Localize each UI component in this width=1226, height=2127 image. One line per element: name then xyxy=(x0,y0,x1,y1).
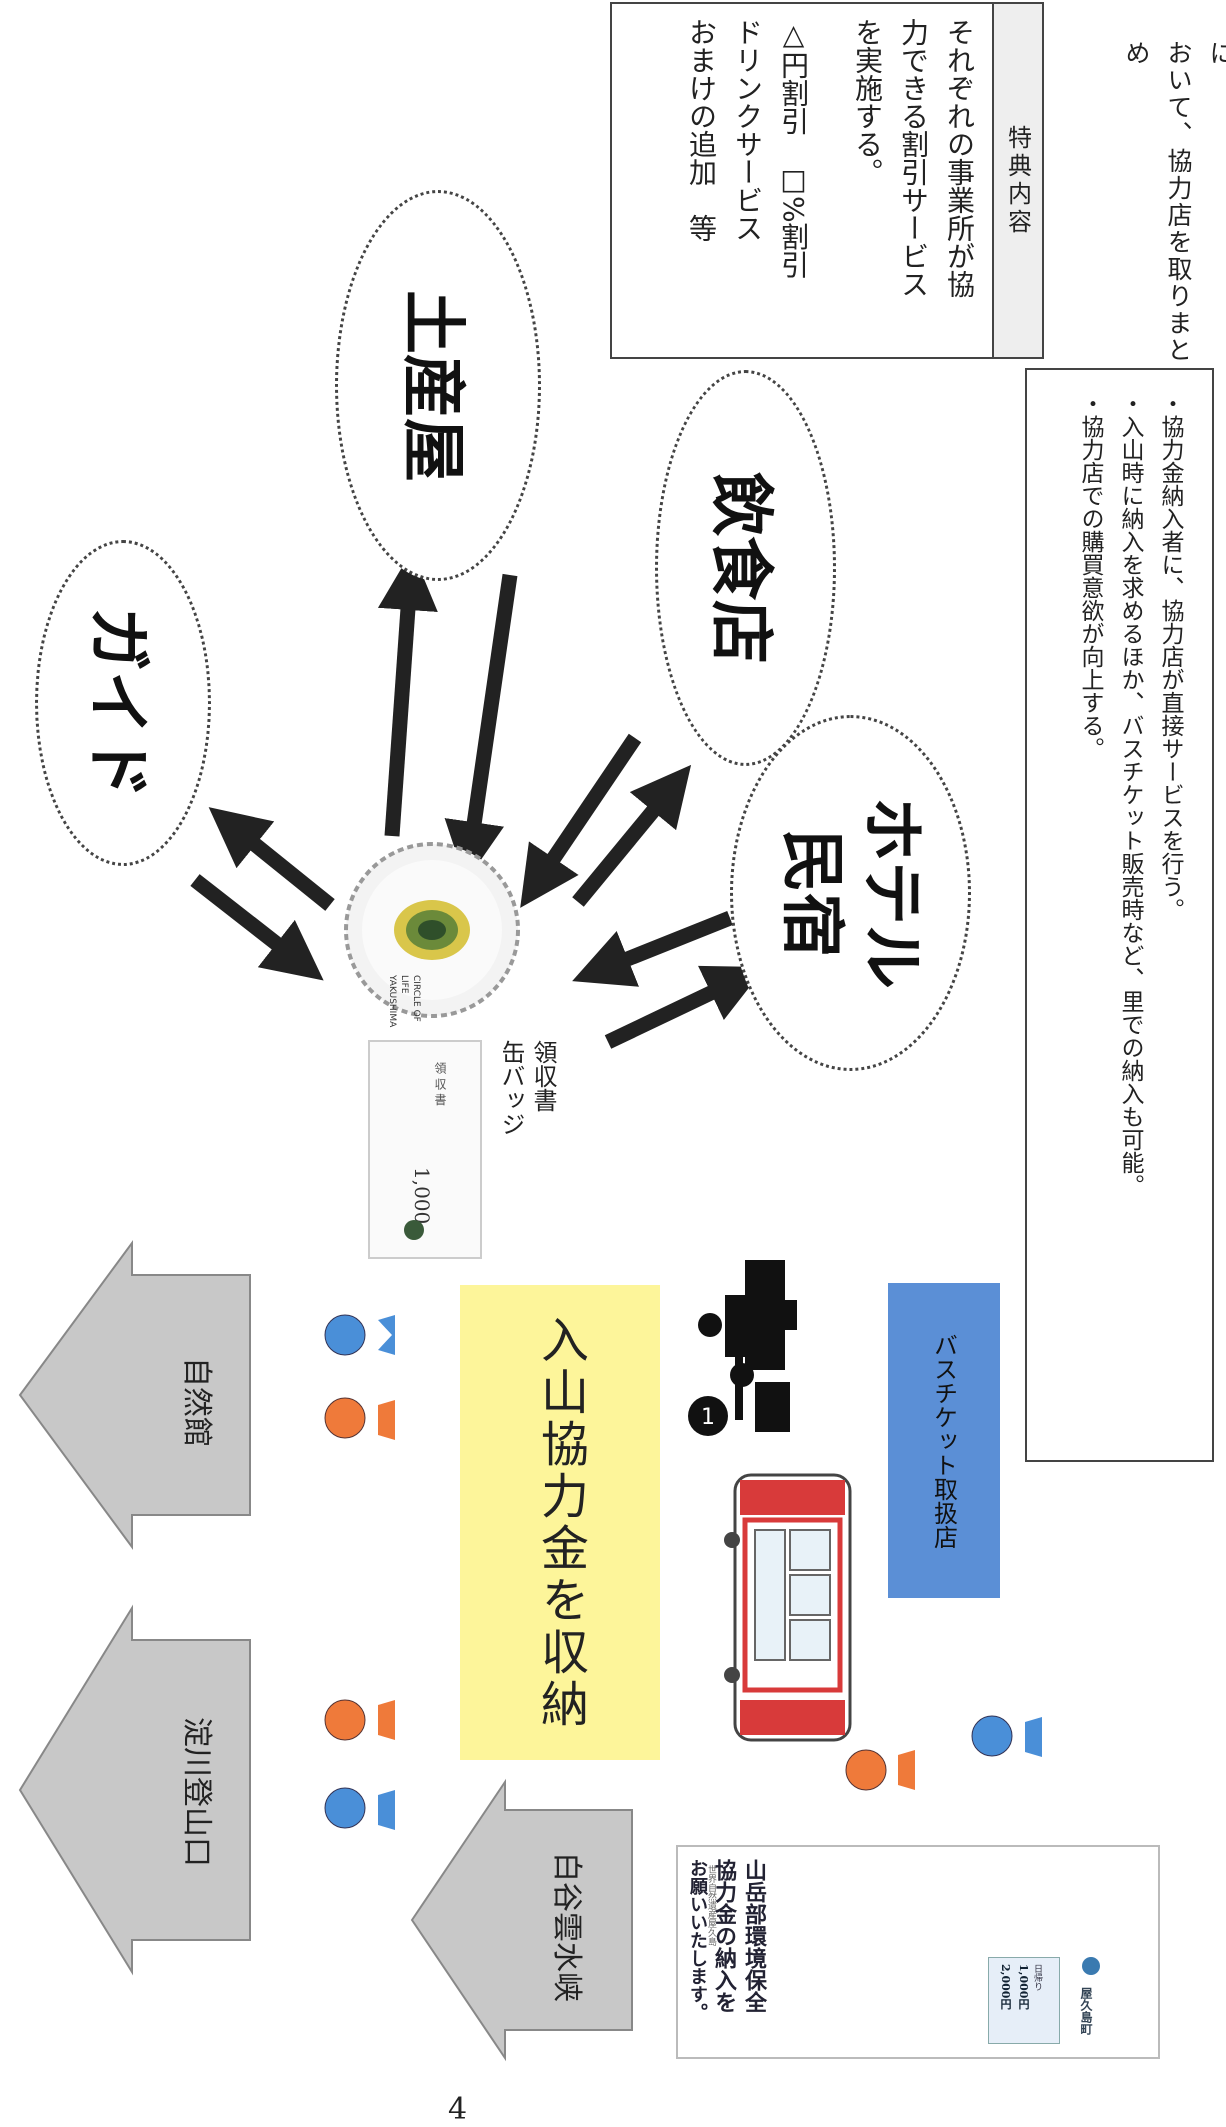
souvenir-oval: 土産屋 xyxy=(335,190,541,581)
person-blue-icon xyxy=(971,1715,1042,1757)
receipt-image: 領 収 書 1,000 xyxy=(368,1040,482,1259)
poster-price-label1: 日帰り xyxy=(1032,1964,1042,1991)
badge-text: CIRCLE OF LIFE YAKUSHIMA xyxy=(386,975,422,1035)
benefits-line: を実施する。 xyxy=(851,18,884,186)
hotel-label-line1: ホテル xyxy=(853,797,928,989)
poster-small-top: 世界自然遺産屋久島 xyxy=(706,1865,716,1946)
svg-text:1: 1 xyxy=(701,1405,715,1430)
benefits-title: 特典内容 xyxy=(1003,124,1032,237)
badge-text-line2: YAKUSHIMA xyxy=(387,975,397,1028)
benefits-line: 力できる割引サービス xyxy=(897,18,930,298)
trailhead-label-yodogawa: 淀川登山口 xyxy=(179,1717,214,1867)
receipt-label-line1: 領収書 xyxy=(529,1040,557,1112)
benefits-line: おまけの追加 等 xyxy=(685,18,718,242)
badge-text-line1: CIRCLE OF LIFE xyxy=(399,975,421,1022)
hotel-label-line2: 民宿 xyxy=(773,829,848,957)
arrow-to-souvenir xyxy=(377,550,438,837)
receipt-amount: 1,000 xyxy=(410,1167,434,1225)
arrow-from-guide xyxy=(190,874,324,981)
benefits-body: それぞれの事業所が協 力できる割引サービス を実施する。 △円割引 □%割引 ド… xyxy=(678,18,982,348)
trailhead-label-shiratani: 白谷雲水峡 xyxy=(549,1852,584,2002)
poster-headline1: 山岳部環境保全 xyxy=(741,1859,767,2013)
benefits-line: それぞれの事業所が協 xyxy=(943,18,976,298)
benefits-box: 特典内容 それぞれの事業所が協 力できる割引サービス を実施する。 △円割引 □… xyxy=(610,2,1044,359)
bus-icon xyxy=(724,1473,852,1742)
benefits-title-cell: 特典内容 xyxy=(992,4,1042,357)
intro-note-line2: おいて、協力店を取りまとめ xyxy=(1122,40,1193,364)
arrow-from-hotel xyxy=(572,911,733,987)
person-blue-icon xyxy=(324,1787,395,1830)
collection-box: 入山協力金を収納 xyxy=(460,1285,660,1760)
guide-label: ガイド xyxy=(80,607,154,799)
poster-headline2: 協力金の納入を xyxy=(711,1859,737,2013)
arrow-to-guide xyxy=(208,807,335,911)
receipt-label: 領収書 缶バッジ xyxy=(495,1040,559,1180)
hotel-oval: ホテル 民宿 xyxy=(730,715,971,1071)
poster-price1: 1,000円 xyxy=(1017,1964,1030,2010)
arrow-to-restaurant xyxy=(572,764,692,907)
summary-line: ・入山時に納入を求めるほか、バスチケット販売時など、里での納入も可能。 xyxy=(1117,392,1143,1197)
summary-body: ・協力金納入者に、協力店が直接サービスを行う。 ・入山時に納入を求めるほか、バス… xyxy=(1070,392,1190,1442)
trailhead-arrow-shiratani xyxy=(410,1778,633,2062)
souvenir-label: 土産屋 xyxy=(395,289,469,482)
restaurant-oval: 飲食店 xyxy=(655,370,836,766)
person-orange-icon xyxy=(324,1699,395,1741)
receipt-logo-icon xyxy=(404,1220,424,1240)
guide-oval: ガイド xyxy=(35,540,211,866)
poster-logo-icon xyxy=(1082,1957,1100,1975)
receipt-title: 領 収 書 xyxy=(433,1062,447,1106)
trailhead-arrow-nature-center xyxy=(18,1239,251,1551)
arrow-to-hotel xyxy=(604,965,766,1049)
poster-image: 世界自然遺産屋久島 山岳部環境保全 協力金の納入を お願いいたします。 日帰り … xyxy=(676,1845,1160,2059)
poster-footer: 屋久島町 xyxy=(1079,1987,1093,2035)
hotel-label: ホテル 民宿 xyxy=(771,797,931,989)
bus-ticket-shop-box: バスチケット取扱店 xyxy=(888,1283,1000,1598)
intro-note-line1: ・屋久島観光協会の各部会に xyxy=(1206,40,1226,67)
arrow-from-souvenir xyxy=(444,573,518,882)
collection-label: 入山協力金を収納 xyxy=(532,1314,588,1731)
poster-price2: 2,000円 xyxy=(999,1964,1012,2010)
trailhead-label-nature-center: 自然館 xyxy=(179,1357,214,1447)
benefits-line: △円割引 □%割引 xyxy=(777,18,810,279)
bus-ticket-shop-label: バスチケット取扱店 xyxy=(929,1332,958,1549)
number-marker-icon: 1 xyxy=(688,1396,728,1436)
poster-headline3: お願いいたします。 xyxy=(687,1859,708,2021)
page-number: 4 xyxy=(448,2092,468,2127)
arrow-from-restaurant xyxy=(520,733,642,908)
person-blue-icon xyxy=(324,1314,395,1356)
person-orange-icon xyxy=(845,1749,915,1791)
poster-price-panel: 日帰り 1,000円 2,000円 xyxy=(988,1957,1060,2044)
person-orange-icon xyxy=(324,1397,395,1440)
summary-line: ・協力金納入者に、協力店が直接サービスを行う。 xyxy=(1157,392,1183,921)
restaurant-label: 飲食店 xyxy=(702,472,777,664)
summary-line: ・協力店での購買意欲が向上する。 xyxy=(1077,392,1103,760)
summary-box: ・協力金納入者に、協力店が直接サービスを行う。 ・入山時に納入を求めるほか、バス… xyxy=(1025,368,1214,1462)
trailhead-arrow-yodogawa xyxy=(18,1604,251,1976)
shop-staff-icon xyxy=(698,1260,797,1432)
can-badge-icon xyxy=(344,842,520,1018)
intro-note: ・屋久島観光協会の各部会に おいて、協力店を取りまとめ xyxy=(1115,40,1226,380)
benefits-line: ドリンクサービス xyxy=(731,18,764,242)
receipt-label-line2: 缶バッジ xyxy=(497,1040,525,1136)
